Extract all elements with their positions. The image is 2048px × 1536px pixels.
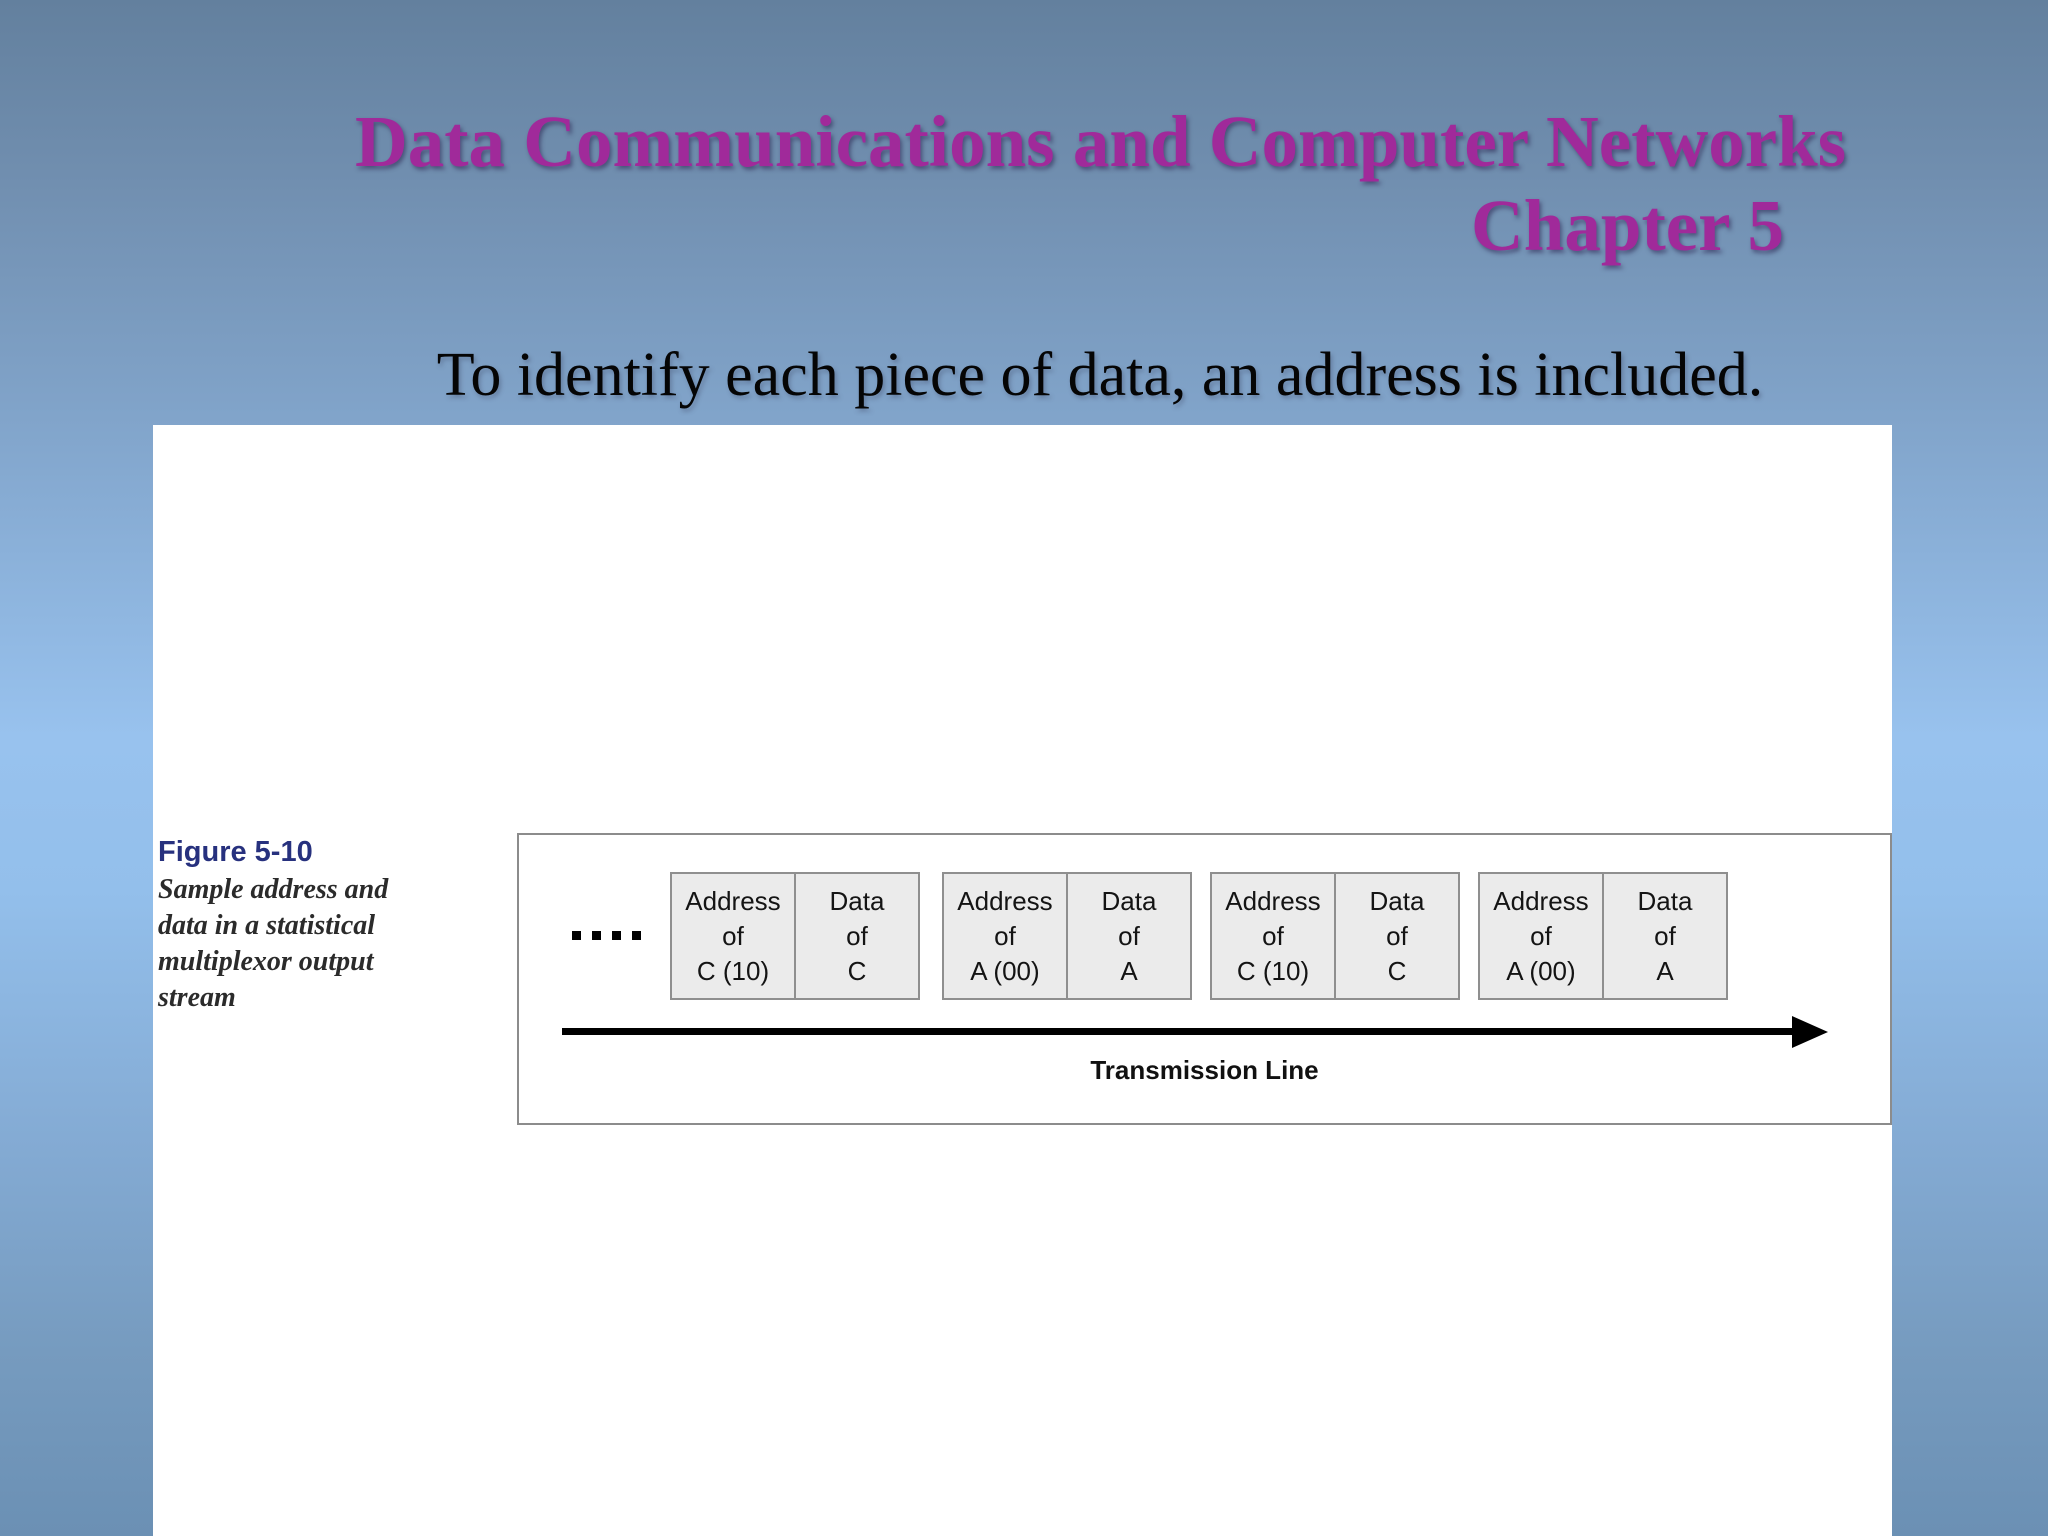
caption-line: Sample address and — [158, 874, 389, 905]
chapter-label: Chapter 5 — [1471, 185, 1784, 266]
data-cell: Data of C — [829, 885, 885, 986]
dot-icon — [572, 931, 581, 940]
data-cell: Data of A — [1101, 885, 1157, 986]
arrow-head-icon — [1792, 1016, 1828, 1048]
dot-icon — [632, 931, 641, 940]
stream-pair: Address of A (00) Data of A — [942, 872, 1192, 1000]
figure-panel: Figure 5-10 Sample address and data in a… — [153, 425, 1892, 1536]
address-cell: Address of C (10) — [672, 874, 796, 998]
stream-pair: Address of A (00) Data of A — [1478, 872, 1728, 1000]
caption-line: stream — [158, 982, 236, 1013]
stream-pair: Address of C (10) Data of C — [670, 872, 920, 1000]
figure-caption: Sample address and data in a statistical… — [158, 872, 388, 1016]
address-cell: Address of A (00) — [1480, 874, 1604, 998]
figure-number-label: Figure 5-10 — [158, 836, 313, 868]
caption-line: multiplexor output — [158, 946, 374, 977]
slide-subtitle: To identify each piece of data, an addre… — [436, 341, 1764, 409]
transmission-arrow-line — [562, 1028, 1794, 1035]
data-cell: Data of A — [1637, 885, 1693, 986]
transmission-line-label: Transmission Line — [1090, 1055, 1319, 1085]
page-title: Data Communications and Computer Network… — [355, 101, 1847, 182]
dot-icon — [592, 931, 601, 940]
ellipsis-dots-icon — [572, 931, 641, 940]
address-cell: Address of C (10) — [1212, 874, 1336, 998]
address-cell: Address of A (00) — [944, 874, 1068, 998]
data-cell: Data of C — [1369, 885, 1425, 986]
caption-line: data in a statistical — [158, 910, 376, 941]
slide-heading: Data Communications and Computer Network… — [355, 100, 1847, 268]
stream-pair: Address of C (10) Data of C — [1210, 872, 1460, 1000]
dot-icon — [612, 931, 621, 940]
